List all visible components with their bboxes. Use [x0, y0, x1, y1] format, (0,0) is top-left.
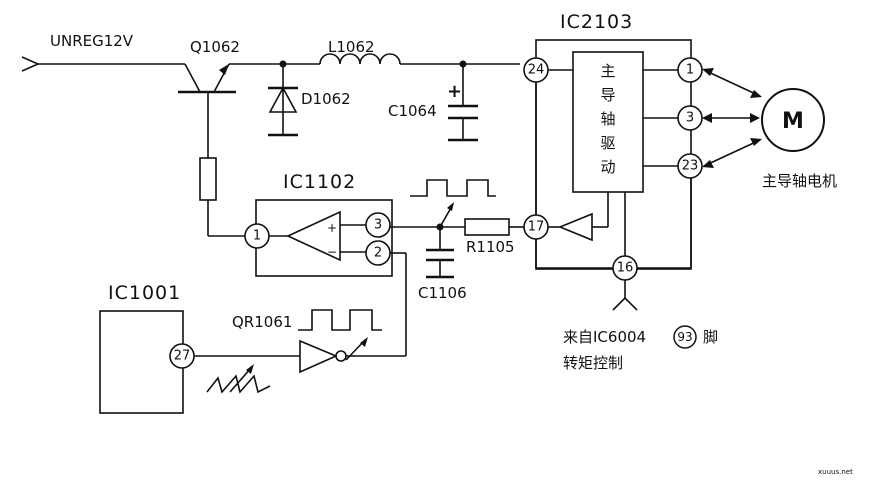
base-resistor	[199, 157, 217, 201]
svg-text:2: 2	[374, 246, 382, 261]
motor-connections	[702, 68, 762, 168]
driver-char: 驱	[600, 134, 615, 152]
resistor-r1105	[464, 218, 510, 236]
svg-text:脚: 脚	[703, 328, 718, 346]
driver-char: 动	[600, 158, 615, 176]
ic2103-label: IC2103	[560, 11, 633, 33]
svg-text:−: −	[327, 245, 337, 259]
input-arrow	[21, 56, 40, 72]
transistor-q1062	[178, 63, 236, 158]
square-wave-signal	[298, 309, 382, 331]
svg-text:17: 17	[528, 220, 545, 235]
square-wave-signal	[410, 179, 496, 197]
ic1102-label: IC1102	[283, 171, 356, 193]
motor-symbol: M	[761, 88, 825, 152]
watermark: xuuus.net	[818, 468, 853, 476]
amp-pin-3: 3	[365, 212, 391, 238]
pin-1: 1	[677, 57, 703, 83]
ic1001-label: IC1001	[108, 282, 181, 304]
pin-24: 24	[523, 57, 549, 83]
pin-17: 17	[523, 214, 549, 240]
inductor-l1062	[319, 53, 401, 65]
driver-char: 导	[600, 86, 615, 104]
svg-text:M: M	[782, 109, 804, 134]
svg-text:23: 23	[682, 159, 699, 174]
amp-pin-1: 1	[244, 223, 270, 249]
driver-char: 主	[600, 62, 615, 80]
transistor-label: Q1062	[190, 38, 240, 56]
resistor-label: R1105	[466, 238, 515, 256]
pin-23: 23	[677, 153, 703, 179]
ic1001-outline	[99, 310, 184, 414]
svg-text:16: 16	[617, 261, 634, 276]
buffer-symbol	[557, 212, 593, 242]
svg-text:27: 27	[174, 349, 191, 364]
svg-text:1: 1	[253, 229, 261, 244]
inductor-label: L1062	[328, 38, 375, 56]
svg-text:+: +	[327, 221, 337, 235]
pin-3: 3	[677, 105, 703, 131]
torque-input-fork	[612, 296, 638, 311]
ctrl-pin-27: 27	[169, 343, 195, 369]
qr1061-label: QR1061	[232, 313, 292, 331]
svg-text:93: 93	[677, 330, 692, 344]
svg-text:3: 3	[686, 111, 694, 126]
capacitor-c1064-label: C1064	[388, 102, 437, 120]
svg-text:1: 1	[686, 63, 694, 78]
motor-caption: 主导轴电机	[762, 172, 837, 190]
svg-text:转矩控制: 转矩控制	[563, 354, 623, 372]
supply-label: UNREG12V	[50, 32, 134, 50]
capacitor-c1106-label: C1106	[418, 284, 467, 302]
capacitor-c1106	[426, 227, 454, 279]
pin-16: 16	[612, 255, 638, 281]
svg-text:+: +	[447, 81, 462, 102]
torque-caption: 来自IC6004 93 脚 转矩控制	[563, 325, 718, 372]
svg-text:3: 3	[374, 218, 382, 233]
amp-pin-2: 2	[365, 240, 391, 266]
svg-text:来自IC6004: 来自IC6004	[563, 328, 646, 346]
sawtooth-signal	[206, 374, 271, 394]
opamp-symbol: + −	[286, 210, 341, 262]
diode-d1062	[268, 64, 298, 137]
diode-label: D1062	[301, 90, 351, 108]
capacitor-c1064: +	[447, 64, 478, 142]
driver-char: 轴	[600, 110, 615, 128]
inverter-qr1061	[299, 339, 356, 374]
svg-text:24: 24	[528, 63, 545, 78]
